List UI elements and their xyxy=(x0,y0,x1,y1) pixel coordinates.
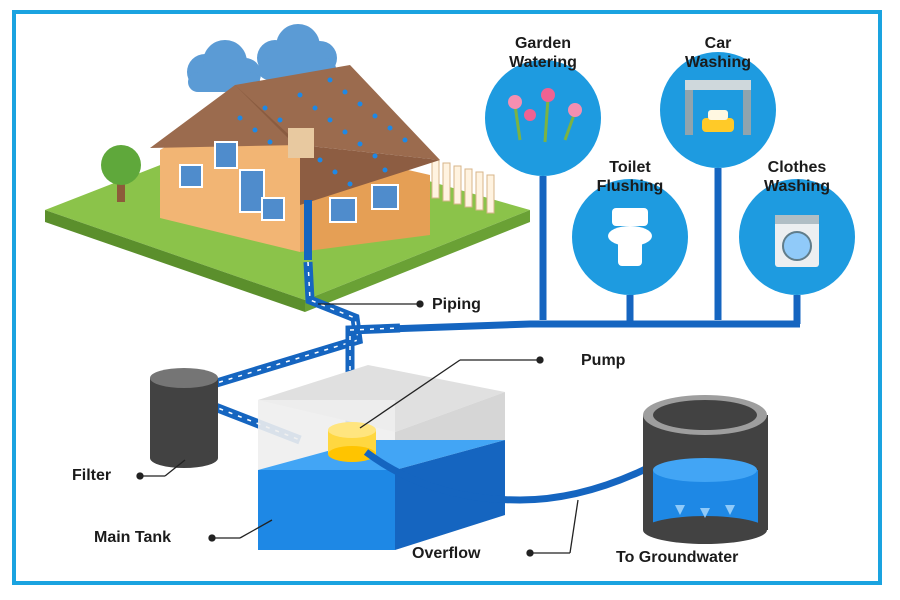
label-filter: Filter xyxy=(72,467,112,484)
overflow-pipe xyxy=(363,442,692,504)
groundwater-well xyxy=(643,395,768,544)
label-clothes-washing: Clothes Washing xyxy=(741,158,853,196)
label-car-line2: Washing xyxy=(684,54,752,71)
label-car-line1: Car xyxy=(704,35,732,52)
toilet-icon xyxy=(608,208,652,266)
label-pump: Pump xyxy=(581,352,626,369)
label-garden-line1: Garden xyxy=(514,35,571,52)
label-toilet-line1: Toilet xyxy=(609,159,651,176)
car-washing-icon xyxy=(660,52,776,168)
label-toilet-flushing: Toilet Flushing xyxy=(577,158,683,196)
label-main-tank: Main Tank xyxy=(94,529,172,546)
label-overflow: Overflow xyxy=(412,545,481,562)
distribution-pipes xyxy=(359,168,801,334)
garden-watering-icon xyxy=(485,60,601,176)
clothes-washing-icon xyxy=(739,179,855,295)
label-car-washing: Car Washing xyxy=(663,34,773,72)
label-garden-watering: Garden Watering xyxy=(489,34,597,72)
label-clothes-line2: Washing xyxy=(763,178,831,195)
washing-machine-icon xyxy=(775,215,819,267)
car-wash-icon xyxy=(685,80,751,135)
label-piping: Piping xyxy=(432,296,481,313)
label-toilet-line2: Flushing xyxy=(596,178,664,195)
filter xyxy=(150,368,218,468)
tree xyxy=(101,145,141,202)
label-groundwater: To Groundwater xyxy=(616,549,739,566)
callout-lines xyxy=(136,300,579,557)
toilet-flushing-icon xyxy=(572,179,688,295)
house xyxy=(150,65,440,260)
label-garden-line2: Watering xyxy=(509,54,577,71)
label-clothes-line1: Clothes xyxy=(767,159,827,176)
raindrops xyxy=(237,77,408,187)
flower-icon xyxy=(508,88,582,143)
main-tank xyxy=(258,365,505,550)
cloud-icon xyxy=(187,40,261,92)
